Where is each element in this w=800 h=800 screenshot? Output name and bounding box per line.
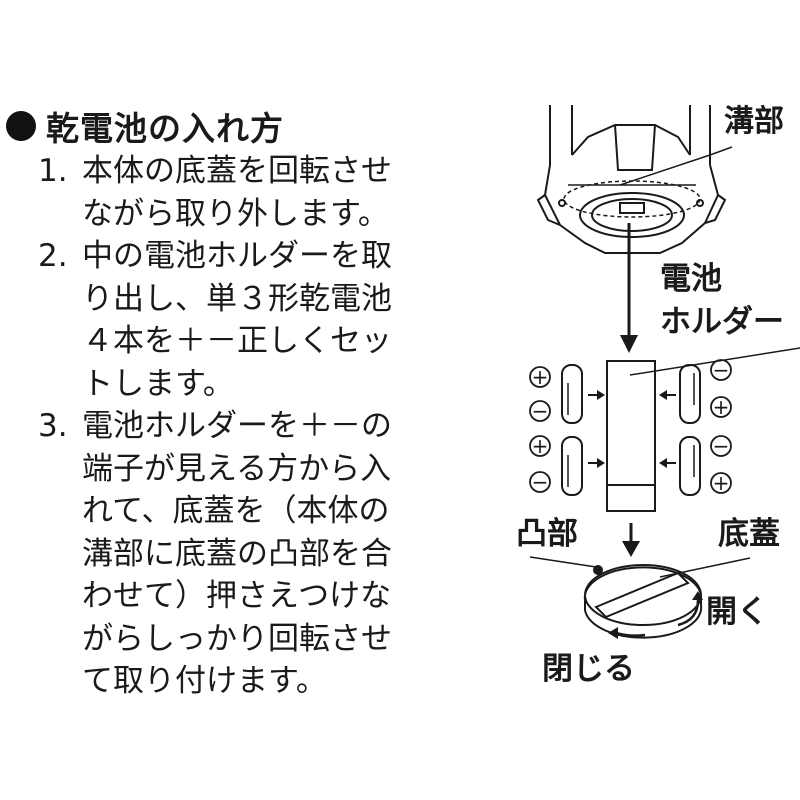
step-2: 2. 中の電池ホルダーを取 り出し、単３形乾電池 ４本を＋－正しくセッ トします… [38,235,468,405]
insert-arrow-icons [588,390,676,468]
diagram-illustration [529,105,800,639]
step-text: 電池ホルダーを＋－の 端子が見える方から入 れて、底蓋を（本体の 溝部に底蓋の凸… [82,405,460,703]
polarity-minus-icon: − [531,470,549,494]
step-number: 2. [38,238,68,274]
section-heading: 乾電池の入れ方 [0,104,284,148]
holder-label-line1: 電池 [660,261,722,297]
holder-label-line2: ホルダー [660,304,784,340]
polarity-plus-icon: + [712,471,730,495]
down-arrow-icon [620,223,638,353]
step-line: れて、底蓋を（本体の [82,493,390,529]
step-line: トします。 [82,365,234,402]
polarity-minus-icon: − [531,399,549,423]
step-1: 1. 本体の底蓋を回転させ ながら取り外します。 [38,150,468,235]
bottom-cover-label: 底蓋 [718,516,780,552]
groove-label: 溝部 [724,104,784,139]
battery-right-top-icon [679,364,701,424]
polarity-circles [529,359,732,494]
battery-left-top-icon [561,364,583,424]
step-line: 電池ホルダーを＋－の [82,408,392,444]
step-number: 1. [38,153,68,189]
battery-holder-illustration [606,347,800,512]
section-title: 乾電池の入れ方 [46,109,284,148]
polarity-plus-icon: + [531,365,549,389]
open-label: 開く [706,594,768,630]
step-line: わせて）押さえつけな [82,578,392,614]
step-line: り出し、単３形乾電池 [82,280,392,317]
polarity-plus-icon: + [712,395,730,419]
polarity-minus-icon: − [712,358,730,382]
step-line: 中の電池ホルダーを取 [82,238,392,274]
battery-right-bottom-icon [679,436,701,496]
step-3: 3. 電池ホルダーを＋－の 端子が見える方から入 れて、底蓋を（本体の 溝部に底… [38,405,468,703]
close-label: 閉じる [542,651,635,687]
battery-diagram: + − + − − + − + 溝部 電池 ホルダー 凸部 底蓋 開く 閉じる [510,95,800,695]
step-line: 端子が見える方から入 [82,450,392,487]
polarity-minus-icon: − [712,434,730,458]
step-line: ４本を＋－正しくセッ [82,323,392,359]
protrusion-label: 凸部 [516,516,578,552]
bullet-icon [6,111,36,141]
step-line: ながら取り外します。 [82,195,389,232]
step-number: 3. [38,408,68,444]
step-line: て取り付けます。 [82,663,327,699]
rotate-arrow-icon [608,591,703,639]
battery-left-bottom-icon [561,436,583,496]
down-arrow-icon [622,523,640,557]
step-text: 中の電池ホルダーを取 り出し、単３形乾電池 ４本を＋－正しくセッ トします。 [82,235,460,405]
step-line: 溝部に底蓋の凸部を合 [82,535,392,572]
steps-list: 1. 本体の底蓋を回転させ ながら取り外します。 2. 中の電池ホルダーを取 り… [38,150,468,703]
step-line: がらしっかり回転させ [82,620,392,657]
device-body-illustration [536,105,733,254]
polarity-plus-icon: + [531,434,549,458]
step-text: 本体の底蓋を回転させ ながら取り外します。 [82,150,460,235]
step-line: 本体の底蓋を回転させ [82,153,392,189]
